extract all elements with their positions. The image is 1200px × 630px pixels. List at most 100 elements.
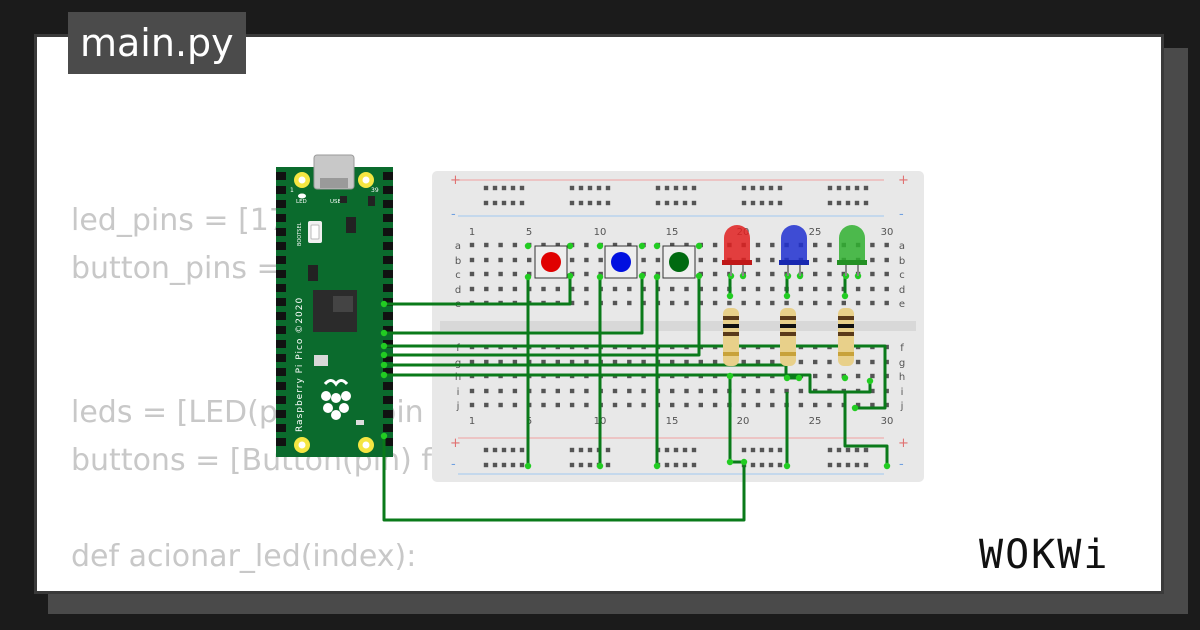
rail-hole [483, 462, 489, 468]
breadboard-hole [555, 286, 560, 292]
breadboard-hole [584, 286, 589, 292]
wire-gnd-loop [382, 436, 746, 522]
connection-dot [380, 371, 388, 379]
rail-hole [759, 462, 765, 468]
connection-dot [783, 374, 791, 382]
breadboard-hole [755, 286, 761, 292]
svg-text:+: + [450, 173, 461, 188]
resistor-2[interactable] [780, 308, 796, 366]
file-tab[interactable]: main.py [68, 12, 246, 74]
rail-hole [741, 447, 747, 453]
svg-text:-: - [451, 207, 456, 222]
breadboard-hole [612, 286, 618, 292]
rail-hole [682, 462, 688, 468]
breadboard-hole [498, 286, 503, 292]
pico-pin-right [383, 228, 393, 236]
svg-text:-: - [899, 207, 904, 222]
breadboard-hole [870, 286, 875, 292]
svg-text:-: - [451, 457, 456, 472]
led-blue[interactable] [779, 225, 809, 276]
breadboard-hole [813, 359, 818, 365]
row-letter-b-right: b [899, 256, 905, 267]
rail-hole [664, 447, 670, 453]
resistor-3[interactable] [838, 308, 854, 366]
pico-pin-left [276, 354, 286, 362]
breadboard-hole [855, 300, 861, 306]
breadboard-hole [584, 242, 589, 248]
col-num-15: 15 [666, 227, 679, 238]
pico-pin-left [276, 410, 286, 418]
breadboard-hole [770, 257, 775, 263]
svg-text:+: + [450, 436, 461, 451]
led-red[interactable] [722, 225, 752, 276]
breadboard-hole [512, 257, 518, 263]
pico-pin-right [383, 186, 393, 194]
connection-dot [380, 351, 388, 359]
pico-pin-right [383, 256, 393, 264]
pico-pin-right [383, 438, 393, 446]
pico-pin-left [276, 284, 286, 292]
breadboard-hole [584, 402, 589, 408]
rail-hole [759, 185, 765, 191]
rail-hole [519, 447, 525, 453]
pico-pin-left [276, 228, 286, 236]
rail-hole [483, 185, 489, 191]
pico-pin-right [383, 242, 393, 250]
breadboard-hole [484, 359, 489, 365]
breadboard-hole [813, 300, 818, 306]
rail-hole [519, 200, 525, 206]
code-line-1: led_pins = [17 [71, 203, 288, 238]
code-line-7: def acionar_led(index): [71, 539, 417, 574]
breadboard-hole [741, 286, 746, 292]
breadboard-hole [584, 359, 589, 365]
breadboard-hole [741, 359, 746, 365]
breadboard-hole [884, 300, 889, 306]
pico-pin-left [276, 214, 286, 222]
led-green[interactable] [837, 225, 867, 276]
rail-hole [519, 185, 525, 191]
breadboard-hole [641, 388, 646, 394]
rail-hole [492, 200, 498, 206]
pico-pin-left [276, 326, 286, 334]
resistor-1[interactable] [723, 308, 739, 366]
breadboard-hole [855, 286, 861, 292]
breadboard-hole [770, 242, 775, 248]
pushbutton-blue[interactable] [604, 245, 638, 279]
rail-hole [750, 462, 756, 468]
pico-pin-left [276, 256, 286, 264]
pico-led-label: LED [296, 199, 307, 205]
rail-hole [492, 447, 498, 453]
breadboard-hole [627, 242, 632, 248]
pico-pin-right [383, 200, 393, 208]
breadboard-hole [655, 257, 661, 263]
breadboard-hole [670, 359, 675, 365]
breadboard-hole [698, 359, 703, 365]
col-num-20-bottom: 20 [737, 416, 750, 427]
rail-hole [768, 462, 774, 468]
breadboard-hole [541, 402, 546, 408]
breadboard-hole [598, 257, 603, 263]
connection-dot [524, 242, 532, 250]
wire-gnd-res3 [843, 392, 889, 466]
breadboard-hole [755, 388, 761, 394]
breadboard-hole [498, 242, 503, 248]
rail-hole [501, 447, 507, 453]
breadboard-hole [813, 286, 818, 292]
wire-led1-pico [384, 344, 887, 410]
raspberry-pi-pico[interactable]: 1 39 LED USB BOOTSEL Raspberry Pi Pico ©… [276, 154, 393, 457]
rail-hole [827, 200, 833, 206]
rail-hole [578, 200, 584, 206]
rail-hole [741, 185, 747, 191]
breadboard-hole [612, 402, 618, 408]
breadboard-hole [813, 402, 818, 408]
breadboard-hole [827, 373, 832, 379]
row-letter-d: d [455, 285, 461, 296]
breadboard-hole [870, 257, 875, 263]
pico-pin-right [383, 298, 393, 306]
breadboard-hole [569, 286, 575, 292]
connection-dot [695, 242, 703, 250]
pushbutton-red[interactable] [534, 245, 568, 279]
breadboard-hole [798, 300, 804, 306]
breadboard-hole [641, 300, 646, 306]
pushbutton-green[interactable] [662, 245, 696, 279]
